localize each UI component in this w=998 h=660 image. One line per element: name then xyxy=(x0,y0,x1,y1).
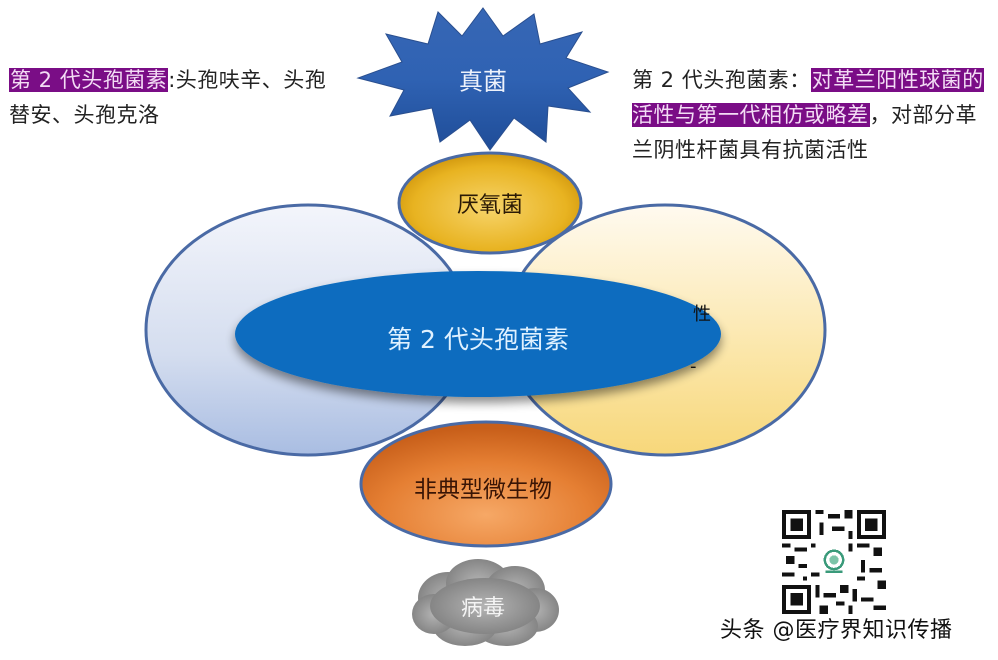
left-annotation-highlight: 第 2 代头孢菌素 xyxy=(9,68,169,92)
right-annotation: 第 2 代头孢菌素：对革兰阳性球菌的活性与第一代相仿或略差，对部分革兰阴性杆菌具… xyxy=(632,63,998,168)
anaerobes-label: 厌氧菌 xyxy=(456,193,524,218)
center-shape xyxy=(235,271,721,397)
qr-code-icon xyxy=(782,510,886,614)
fungi-star-shape xyxy=(356,7,610,151)
left-annotation: 第 2 代头孢菌素:头孢呋辛、头孢替安、头孢克洛 xyxy=(9,63,329,133)
watermark-text: 头条 @医疗界知识传播 xyxy=(720,618,953,643)
center-label: 第 2 代头孢菌素 xyxy=(387,325,569,354)
virus-label: 病毒 xyxy=(460,596,506,621)
hidden-text-fragment: - xyxy=(690,356,697,377)
fungi-label: 真菌 xyxy=(459,67,507,96)
atypical-shape xyxy=(359,420,613,548)
right-annotation-prefix: 第 2 代头孢菌素： xyxy=(632,68,811,92)
anaerobes-shape xyxy=(397,151,583,255)
virus-cloud-shape xyxy=(412,559,559,646)
atypical-label: 非典型微生物 xyxy=(414,477,552,503)
hidden-text-fragment: 性 xyxy=(693,304,711,325)
left-annotation-text: :头孢呋辛、头孢替安、头孢克洛 xyxy=(9,68,327,127)
right-annotation-suffix: ，对部分革兰阴性杆菌具有抗菌活性 xyxy=(632,103,977,162)
